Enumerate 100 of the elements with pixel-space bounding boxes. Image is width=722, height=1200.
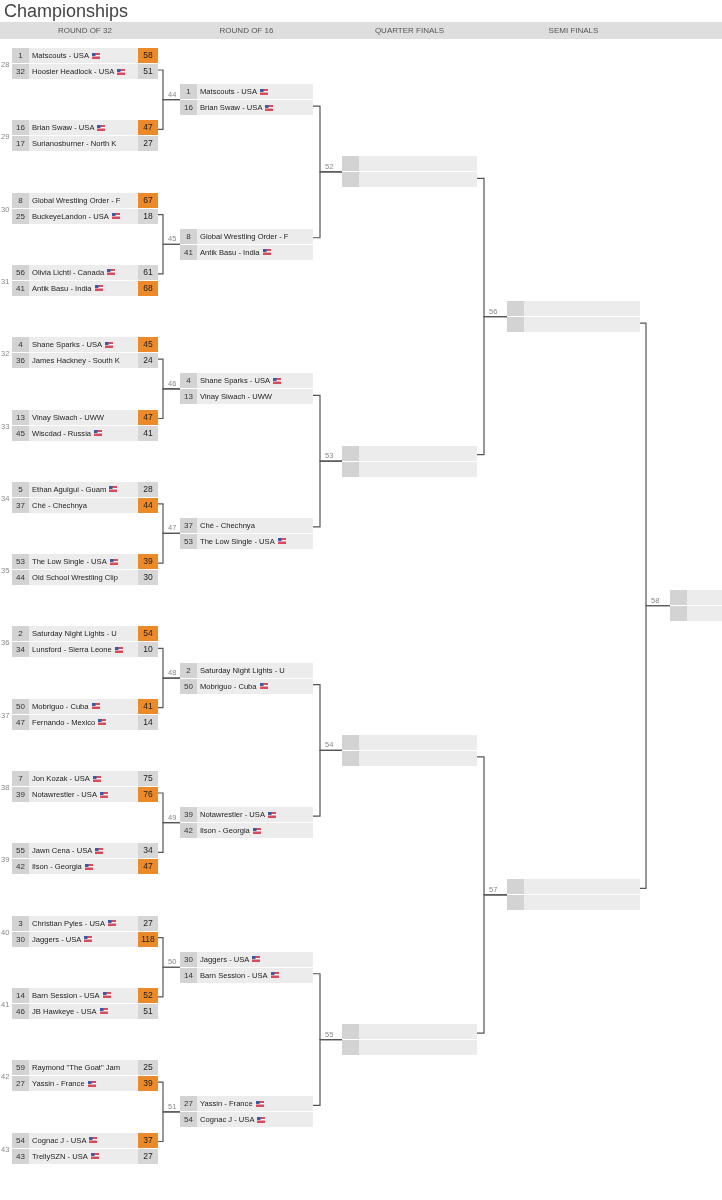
match-card: [12, 48, 158, 79]
score: 41: [138, 425, 158, 441]
seed-number: 30: [12, 931, 29, 947]
score: 18: [138, 208, 158, 224]
seed-number: 50: [180, 678, 197, 694]
match-card: [342, 1024, 477, 1056]
seed-number: 14: [12, 987, 29, 1003]
seed-number: 44: [12, 570, 29, 586]
seed-number: 54: [180, 1112, 197, 1128]
score: 39: [138, 1076, 158, 1092]
score: 10: [138, 642, 158, 658]
score: 61: [138, 264, 158, 280]
bracket-line: [639, 605, 671, 890]
seed-number: 27: [180, 1096, 197, 1112]
bracket-line: [157, 388, 181, 420]
seed-number: 3: [12, 915, 29, 931]
seed-number: 8: [12, 192, 29, 208]
match-card: [12, 915, 158, 947]
seed-number: 41: [12, 280, 29, 296]
seed-number: 59: [12, 1060, 29, 1076]
match-card: [12, 264, 158, 296]
bracket-line: [312, 171, 343, 239]
seed-number: 4: [12, 337, 29, 353]
seed-number: 47: [12, 714, 29, 730]
score: 52: [138, 987, 158, 1003]
bracket-line: [476, 894, 508, 1034]
bracket-line: [312, 460, 343, 528]
bracket-line: [312, 749, 343, 817]
match-card: [12, 987, 158, 1019]
match-card: [180, 951, 313, 983]
match-card: [12, 192, 158, 224]
match-card: [342, 734, 477, 766]
match-card: [180, 84, 313, 116]
round-header: QUARTER FINALS: [373, 26, 446, 35]
match-card: [180, 373, 313, 405]
seed-number: 55: [12, 843, 29, 859]
bracket-line: [157, 677, 181, 709]
score: 47: [138, 409, 158, 425]
seed-number: 53: [12, 554, 29, 570]
seed-number: 14: [180, 967, 197, 983]
seed-number: 1: [180, 84, 197, 100]
match-card: [12, 409, 158, 441]
match-card: [12, 1132, 158, 1164]
score: 58: [138, 48, 158, 63]
seed-number: 43: [12, 1148, 29, 1164]
match-card: [12, 120, 158, 152]
score: 118: [138, 931, 158, 947]
seed-number: 39: [180, 807, 197, 823]
seed-number: 36: [12, 353, 29, 369]
match-card: [342, 156, 477, 188]
score: 75: [138, 771, 158, 786]
score: 34: [138, 843, 158, 859]
bracket-line: [157, 99, 181, 130]
match-card: [12, 554, 158, 586]
title: Championships: [4, 1, 129, 22]
seed-number: 17: [12, 136, 29, 152]
match-card: [180, 517, 313, 549]
score: 76: [138, 787, 158, 802]
round-header: SEMI FINALS: [547, 26, 600, 35]
score: 54: [138, 626, 158, 642]
score: 68: [138, 280, 158, 296]
seed-number: 7: [12, 771, 29, 786]
seed-number: 46: [12, 1003, 29, 1019]
score: 27: [138, 915, 158, 931]
seed-number: 13: [12, 409, 29, 425]
score: 25: [138, 1060, 158, 1076]
seed-number: 4: [180, 373, 197, 389]
seed-number: 16: [180, 100, 197, 116]
match-card: [180, 228, 313, 260]
match-card: [12, 337, 158, 369]
seed-number: 16: [12, 120, 29, 136]
bracket-line: [157, 532, 181, 564]
score: 14: [138, 714, 158, 730]
seed-number: 41: [180, 244, 197, 260]
match-card: [342, 445, 477, 477]
seed-number: 56: [12, 264, 29, 280]
seed-number: 54: [12, 1132, 29, 1148]
score: 41: [138, 698, 158, 714]
match-card: [12, 771, 158, 802]
match-card: [180, 662, 313, 694]
round-header: ROUND OF 16: [218, 26, 275, 35]
seed-number: 50: [12, 698, 29, 714]
score: 51: [138, 64, 158, 79]
score: 27: [138, 136, 158, 152]
seed-number: 2: [180, 662, 197, 678]
match-card: [180, 1096, 313, 1128]
seed-number: 5: [12, 481, 29, 497]
round-header: ROUND OF 32: [57, 26, 113, 35]
seed-number: 25: [12, 208, 29, 224]
seed-number: 32: [12, 64, 29, 79]
seed-number: 13: [180, 389, 197, 405]
seed-number: 53: [180, 533, 197, 549]
match-card: [180, 807, 313, 839]
score: 27: [138, 1148, 158, 1164]
match-card: [12, 843, 158, 875]
score: 67: [138, 192, 158, 208]
match-card: [507, 301, 640, 333]
score: 37: [138, 1132, 158, 1148]
bracket-line: [157, 966, 181, 998]
score: 51: [138, 1003, 158, 1019]
